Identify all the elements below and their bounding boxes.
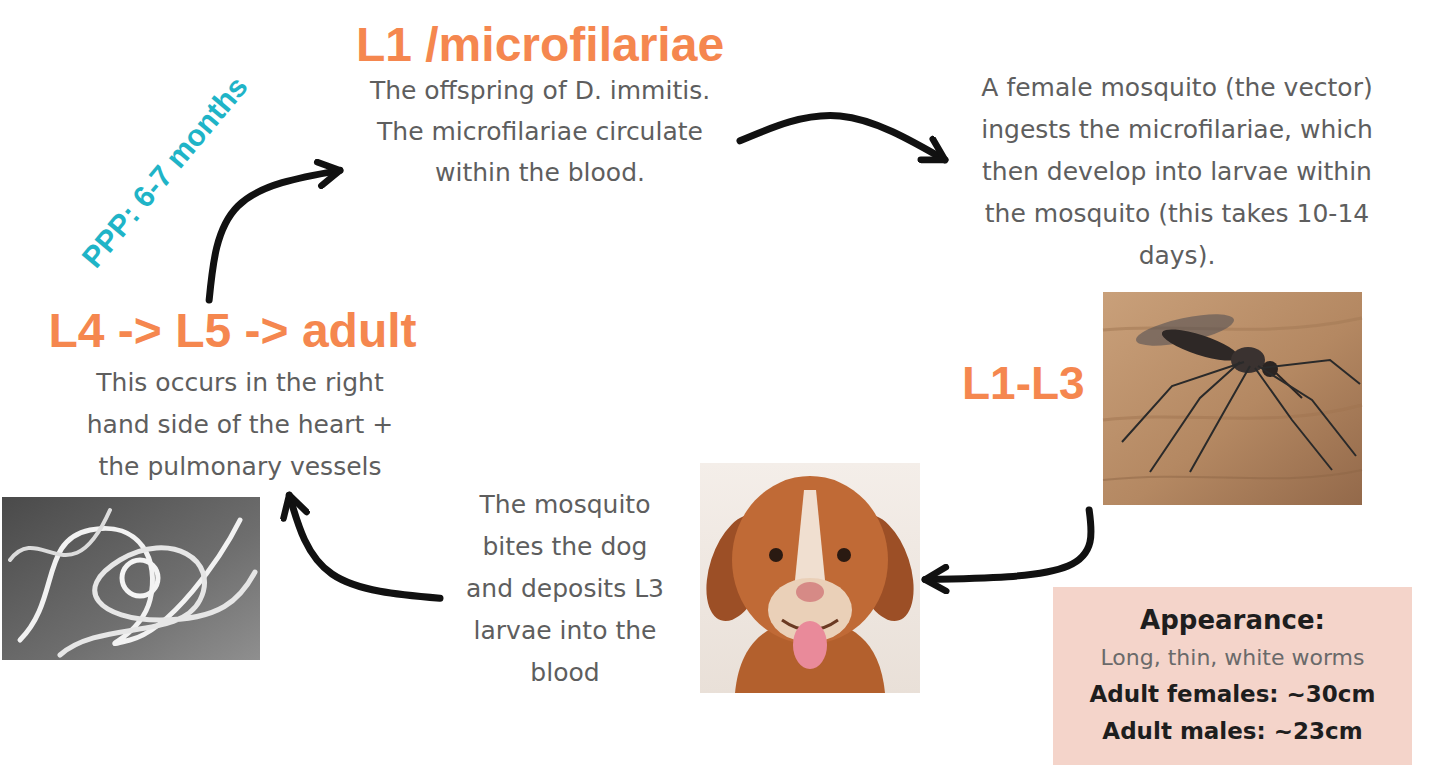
worm-photo — [2, 497, 260, 660]
dog-chest — [735, 620, 885, 693]
mosquito-photo — [1103, 292, 1362, 505]
mosquito-leg — [1150, 362, 1240, 472]
stage-heading: L4 -> L5 -> adult — [20, 303, 445, 359]
dog-head — [732, 476, 888, 644]
heartworm-loop — [122, 560, 158, 596]
heartworm — [60, 548, 255, 655]
stage-description: The offspring of D. immitis. The microfi… — [355, 70, 725, 193]
dog-nose — [796, 582, 824, 602]
stage-group: The mosquito bites the dog and deposits … — [440, 462, 925, 697]
info-heading: Appearance: — [1053, 603, 1412, 637]
dog-eye — [769, 548, 783, 562]
lifecycle-arrow — [209, 170, 340, 300]
info-box: Appearance: Long, thin, white wormsAdult … — [1053, 587, 1412, 765]
mosquito-leg — [1190, 366, 1250, 472]
stage-group: A female mosquito (the vector) ingests t… — [945, 60, 1410, 510]
info-text: Adult females: ~30cm — [1053, 678, 1412, 710]
heartworm — [10, 510, 110, 560]
lifecycle-arrow — [289, 495, 440, 598]
mosquito-leg — [1258, 366, 1356, 456]
dog-tongue — [793, 621, 827, 669]
dog-eye — [837, 548, 851, 562]
dog-photo — [694, 463, 925, 693]
period-label: PPP: 6-7 months — [55, 46, 275, 299]
mosquito-leg — [1255, 368, 1332, 470]
lifecycle-arrow — [925, 510, 1091, 580]
wood-background — [1103, 292, 1362, 505]
stage-heading: L1 /microfilariae — [340, 17, 740, 73]
wood-grain — [1103, 470, 1362, 480]
stage-group: L4 -> L5 -> adultThis occurs in the righ… — [0, 300, 445, 495]
stage-description: The mosquito bites the dog and deposits … — [460, 484, 670, 694]
info-text: Long, thin, white worms — [1053, 643, 1412, 673]
stage-group: L1 /microfilariaeThe offspring of D. imm… — [340, 15, 740, 200]
info-text: Adult males: ~23cm — [1053, 715, 1412, 747]
lifecycle-arrow — [740, 116, 945, 160]
mosquito-leg — [1262, 360, 1360, 384]
stage-heading: L1-L3 — [962, 357, 1097, 409]
photo-background — [2, 497, 260, 660]
stage-description: A female mosquito (the vector) ingests t… — [967, 67, 1387, 277]
mosquito-abdomen — [1159, 323, 1241, 367]
dog-blaze — [794, 490, 826, 590]
wood-grain — [1103, 405, 1362, 420]
stage-description: This occurs in the right hand side of th… — [75, 362, 405, 488]
